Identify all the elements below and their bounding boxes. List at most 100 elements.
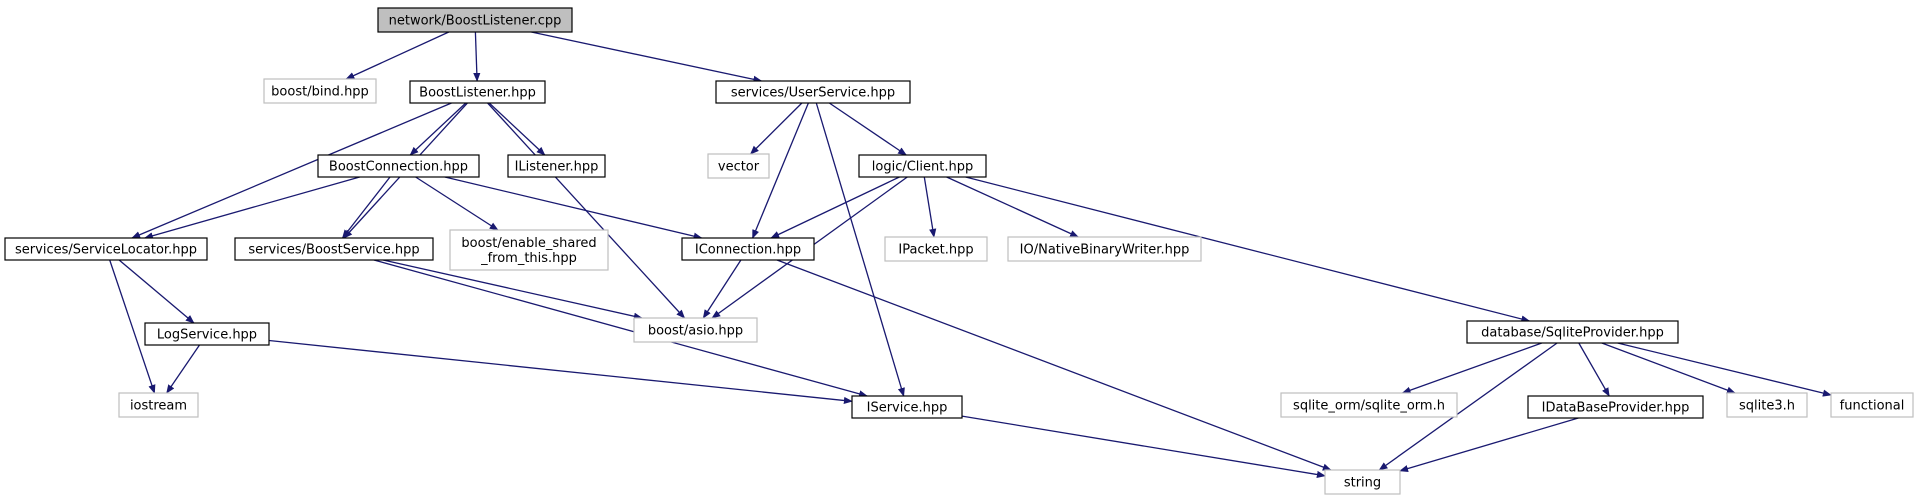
- edge-blh-to-il: [488, 102, 546, 156]
- edge-ls-to-is: [268, 339, 853, 405]
- node-box: [1007, 236, 1202, 262]
- edge-us-to-lc: [828, 102, 907, 156]
- node-box: [851, 395, 963, 419]
- node-label: boost/enable_shared: [461, 236, 596, 251]
- node-box: [715, 80, 911, 104]
- node-box: [263, 78, 377, 104]
- node-label: IO/NativeBinaryWriter.hpp: [1020, 243, 1190, 258]
- node-ic[interactable]: IConnection.hpp: [681, 237, 815, 261]
- node-box: [449, 229, 609, 271]
- node-label: BoostListener.hpp: [419, 86, 536, 101]
- node-label: BoostConnection.hpp: [329, 160, 468, 175]
- edge-blh-to-bc: [409, 102, 467, 156]
- node-us[interactable]: services/UserService.hpp: [715, 80, 911, 104]
- node-box: [1280, 392, 1458, 418]
- edge-bs-to-asio: [382, 259, 643, 320]
- edge-idbp-to-str: [1399, 417, 1579, 473]
- node-orm: sqlite_orm/sqlite_orm.h: [1280, 392, 1458, 418]
- node-bc[interactable]: BoostConnection.hpp: [317, 154, 480, 178]
- node-sq3: sqlite3.h: [1726, 392, 1808, 418]
- node-label: sqlite_orm/sqlite_orm.h: [1293, 399, 1445, 414]
- edge-blh-to-sl: [131, 102, 452, 239]
- edge-ic-to-str: [776, 259, 1332, 471]
- node-idbp[interactable]: IDataBaseProvider.hpp: [1527, 395, 1704, 419]
- node-box: [633, 317, 758, 343]
- edge-sl-to-ls: [118, 259, 195, 324]
- edge-sl-to-ios: [109, 259, 156, 394]
- node-label: services/ServiceLocator.hpp: [15, 243, 197, 258]
- node-box: [884, 236, 988, 262]
- node-box: [317, 154, 480, 178]
- node-label: boost/bind.hpp: [271, 85, 369, 100]
- node-root[interactable]: network/BoostListener.cpp: [377, 7, 573, 33]
- node-label: iostream: [130, 399, 187, 414]
- edge-sp-to-idbp: [1578, 342, 1610, 397]
- edge-us-to-vec: [749, 102, 803, 155]
- node-label: network/BoostListener.cpp: [389, 14, 562, 29]
- edge-bc-to-ic: [444, 176, 703, 240]
- edge-root-to-blh: [473, 31, 481, 82]
- node-box: [1466, 320, 1679, 344]
- edge-ls-to-ios: [166, 344, 201, 394]
- node-is[interactable]: IService.hpp: [851, 395, 963, 419]
- node-lc[interactable]: logic/Client.hpp: [858, 154, 987, 178]
- edge-is-to-str: [961, 415, 1326, 479]
- node-sl[interactable]: services/ServiceLocator.hpp: [4, 237, 208, 261]
- node-sp[interactable]: database/SqliteProvider.hpp: [1466, 320, 1679, 344]
- edge-lc-to-sp: [965, 176, 1531, 323]
- node-asio: boost/asio.hpp: [633, 317, 758, 343]
- node-box: [377, 7, 573, 33]
- node-str: string: [1324, 469, 1401, 495]
- node-box: [707, 153, 770, 179]
- node-label: services/UserService.hpp: [731, 86, 895, 101]
- node-bs[interactable]: services/BoostService.hpp: [234, 237, 434, 261]
- node-label: IDataBaseProvider.hpp: [1542, 401, 1690, 416]
- node-label: services/BoostService.hpp: [248, 243, 419, 258]
- node-label: vector: [718, 160, 760, 175]
- node-ls[interactable]: LogService.hpp: [144, 322, 270, 346]
- node-ip: IPacket.hpp: [884, 236, 988, 262]
- edge-lc-to-nbw: [946, 176, 1080, 238]
- edge-root-to-bind: [345, 31, 450, 80]
- node-box: [1830, 392, 1914, 418]
- node-label: IConnection.hpp: [695, 243, 801, 258]
- node-label: string: [1344, 476, 1381, 491]
- node-box: [1324, 469, 1401, 495]
- node-label: logic/Client.hpp: [872, 160, 973, 175]
- node-label: IPacket.hpp: [898, 243, 973, 258]
- node-label: database/SqliteProvider.hpp: [1481, 326, 1664, 341]
- node-esft: boost/enable_shared_from_this.hpp: [449, 229, 609, 271]
- node-label: sqlite3.h: [1739, 399, 1795, 414]
- node-label: LogService.hpp: [157, 328, 257, 343]
- edge-us-to-is: [815, 102, 905, 397]
- node-label: _from_this.hpp: [480, 251, 577, 266]
- node-box: [118, 392, 199, 418]
- node-box: [144, 322, 270, 346]
- node-box: [1726, 392, 1808, 418]
- node-func: functional: [1830, 392, 1914, 418]
- edge-sp-to-func: [1617, 342, 1832, 397]
- edge-us-to-ic: [751, 102, 810, 239]
- node-label: IListener.hpp: [515, 160, 599, 175]
- node-box: [858, 154, 987, 178]
- edge-ic-to-asio: [702, 259, 742, 319]
- edge-sp-to-str: [1378, 342, 1558, 471]
- edge-bs-to-is: [373, 259, 868, 398]
- edge-bc-to-bs: [341, 176, 391, 239]
- node-label: functional: [1840, 399, 1905, 414]
- edge-root-to-us: [531, 31, 763, 83]
- node-label: IService.hpp: [867, 401, 948, 416]
- node-vec: vector: [707, 153, 770, 179]
- node-box: [507, 154, 606, 178]
- node-box: [409, 80, 546, 104]
- node-label: boost/asio.hpp: [648, 324, 743, 339]
- node-box: [681, 237, 815, 261]
- edge-bc-to-sl: [143, 176, 360, 240]
- node-ios: iostream: [118, 392, 199, 418]
- edge-sp-to-sq3: [1601, 342, 1736, 394]
- node-il[interactable]: IListener.hpp: [507, 154, 606, 178]
- edge-bc-to-esft: [415, 176, 499, 231]
- node-blh[interactable]: BoostListener.hpp: [409, 80, 546, 104]
